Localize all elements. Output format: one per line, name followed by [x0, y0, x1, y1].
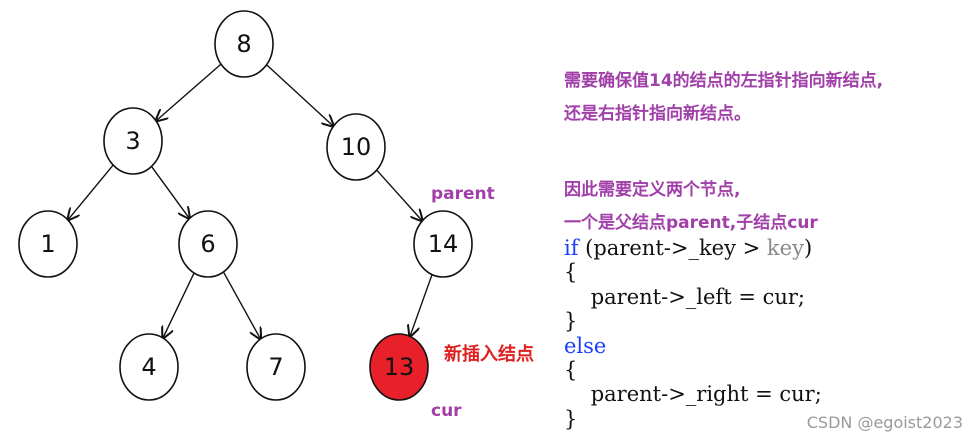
tree-node-13: 13 — [369, 333, 429, 401]
edge-3-to-1 — [68, 164, 114, 220]
code-left-assign: parent->_left = cur; — [564, 284, 805, 309]
edge-14-to-13 — [410, 274, 433, 337]
edge-8-to-3 — [156, 63, 222, 121]
watermark: CSDN @egoist2023 — [806, 413, 963, 432]
node-value: 13 — [384, 353, 415, 381]
tree-node-3: 3 — [103, 107, 163, 175]
explanation-line-2: 还是右指针指向新结点。 — [564, 104, 751, 124]
code-brace-close-1: } — [564, 309, 578, 334]
code-else-keyword: else — [564, 333, 607, 358]
edge-3-to-6 — [150, 165, 190, 218]
code-condition-close: ) — [803, 236, 813, 260]
parent-label: parent — [431, 184, 495, 204]
node-value: 4 — [141, 353, 156, 381]
edge-10-to-14 — [376, 169, 423, 221]
node-circle — [246, 333, 306, 401]
tree-node-7: 7 — [246, 333, 306, 401]
code-if-keyword: if — [564, 236, 579, 260]
code-brace-open-1: { — [564, 260, 578, 285]
tree-node-14: 14 — [413, 210, 473, 278]
code-block: if (parent->_key > key) { parent->_left … — [564, 236, 822, 431]
cur-label: cur — [431, 401, 462, 421]
node-circle — [18, 210, 78, 278]
tree-node-6: 6 — [178, 210, 238, 278]
node-circle — [178, 210, 238, 278]
tree-node-10: 10 — [326, 113, 386, 181]
tree-node-8: 8 — [214, 10, 274, 78]
node-value: 3 — [125, 127, 140, 155]
node-value: 7 — [268, 353, 283, 381]
tree-node-4: 4 — [119, 333, 179, 401]
node-circle — [326, 113, 386, 181]
explanation-line-1: 需要确保值14的结点的左指针指向新结点, — [564, 71, 884, 91]
node-circle — [369, 333, 429, 401]
node-value: 10 — [341, 133, 372, 161]
node-circle — [413, 210, 473, 278]
explanation-line-3: 因此需要定义两个节点, — [564, 180, 741, 200]
edge-6-to-4 — [163, 272, 195, 338]
node-circle — [103, 107, 163, 175]
code-right-assign: parent->_right = cur; — [564, 382, 822, 407]
tree-node-1: 1 — [18, 210, 78, 278]
code-brace-open-2: { — [564, 358, 578, 383]
explanation-line-4: 一个是父结点parent,子结点cur — [564, 213, 818, 233]
node-circle — [214, 10, 274, 78]
node-circle — [119, 333, 179, 401]
node-value: 14 — [428, 230, 459, 258]
code-key: key — [766, 236, 804, 260]
node-value: 6 — [200, 230, 215, 258]
node-value: 8 — [236, 30, 251, 58]
node-value: 1 — [40, 230, 55, 258]
edge-6-to-7 — [222, 271, 260, 339]
edge-8-to-10 — [266, 64, 334, 127]
new-node-label: 新插入结点 — [444, 344, 534, 365]
code-condition: (parent->_key > — [578, 236, 767, 260]
code-brace-close-2: } — [564, 406, 578, 431]
